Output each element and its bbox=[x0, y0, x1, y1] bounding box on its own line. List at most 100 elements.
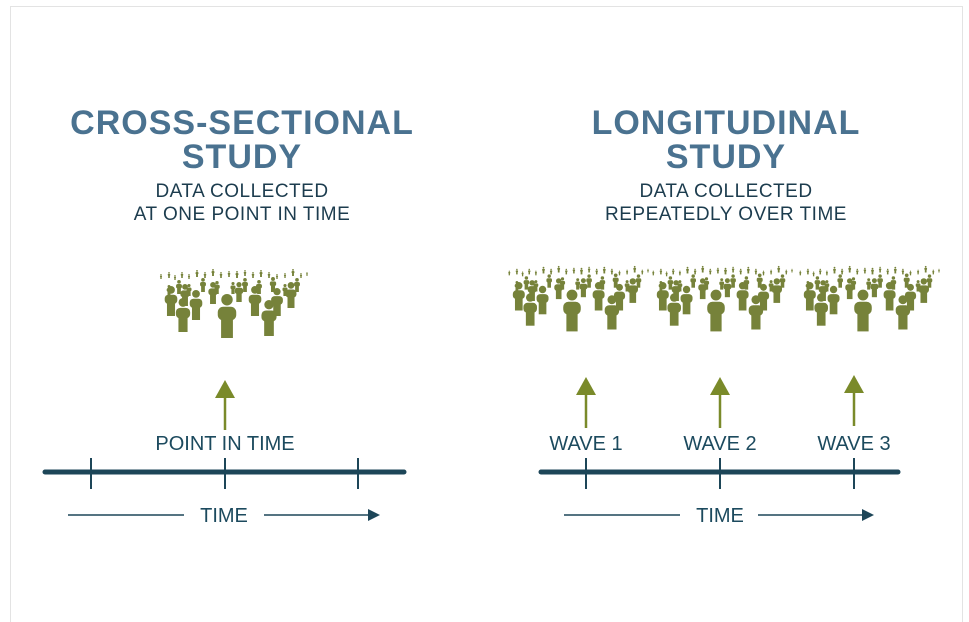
person-legs bbox=[181, 274, 183, 278]
person-legs bbox=[906, 298, 915, 311]
person-body bbox=[723, 283, 732, 290]
person-head bbox=[731, 274, 735, 278]
cross-sectional-title: CROSS-SECTIONAL STUDY bbox=[0, 106, 484, 174]
person-head bbox=[626, 269, 628, 271]
person-legs bbox=[826, 272, 828, 276]
person-body bbox=[613, 291, 626, 300]
person-legs bbox=[252, 274, 254, 278]
crowd-icon bbox=[799, 265, 940, 332]
longitudinal-graphic: WAVE 1 WAVE 2 WAVE 3 TIME bbox=[508, 265, 940, 527]
person-head bbox=[724, 267, 727, 270]
person-head bbox=[284, 273, 286, 275]
person-legs bbox=[565, 271, 568, 275]
person-legs bbox=[658, 298, 667, 311]
person-legs bbox=[550, 271, 552, 275]
person-head bbox=[526, 293, 535, 302]
person-head bbox=[879, 266, 881, 269]
point-in-time-label: POINT IN TIME bbox=[155, 433, 294, 455]
person-legs bbox=[902, 271, 904, 275]
diagram-frame bbox=[10, 6, 963, 622]
person-legs bbox=[738, 298, 747, 311]
person-legs bbox=[210, 294, 216, 304]
person-body bbox=[854, 301, 872, 315]
timeline bbox=[538, 458, 901, 489]
person-head bbox=[542, 266, 545, 269]
person-legs bbox=[916, 285, 920, 292]
person-head bbox=[215, 281, 219, 285]
person-head bbox=[660, 268, 662, 271]
person-head bbox=[188, 274, 190, 276]
person-legs bbox=[594, 298, 603, 311]
person-legs bbox=[306, 273, 308, 276]
person-body bbox=[200, 282, 206, 287]
person-legs bbox=[292, 272, 294, 276]
person-head bbox=[528, 268, 530, 271]
person-body bbox=[814, 302, 828, 313]
person-legs bbox=[744, 283, 749, 290]
person-head bbox=[524, 276, 529, 280]
person-head bbox=[178, 298, 188, 307]
person-head bbox=[268, 272, 270, 274]
person-head bbox=[580, 278, 586, 284]
person-head bbox=[751, 295, 761, 305]
person-legs bbox=[927, 281, 932, 288]
person-legs bbox=[717, 270, 719, 274]
person-legs bbox=[757, 281, 762, 288]
person-body bbox=[870, 283, 879, 290]
person-head bbox=[595, 268, 598, 271]
person-legs bbox=[886, 271, 889, 275]
person-legs bbox=[780, 281, 785, 288]
person-legs bbox=[231, 288, 235, 294]
person-legs bbox=[871, 288, 877, 298]
person-body bbox=[903, 277, 910, 282]
person-legs bbox=[720, 284, 724, 290]
person-legs bbox=[769, 285, 773, 292]
person-body bbox=[635, 278, 642, 283]
person-head bbox=[891, 276, 896, 280]
person-head bbox=[701, 265, 704, 268]
wave-3-label: WAVE 3 bbox=[817, 433, 890, 455]
person-body bbox=[604, 305, 620, 316]
person-head bbox=[678, 280, 682, 284]
person-head bbox=[594, 282, 603, 290]
person-head bbox=[878, 274, 882, 278]
person-legs bbox=[188, 276, 190, 279]
person-legs bbox=[691, 281, 695, 288]
person-legs bbox=[221, 319, 233, 338]
person-head bbox=[679, 270, 681, 272]
person-body bbox=[217, 306, 237, 321]
person-head bbox=[260, 270, 262, 272]
person-legs bbox=[166, 303, 176, 316]
person-head bbox=[829, 285, 838, 294]
person-body bbox=[779, 278, 786, 283]
person-head bbox=[885, 282, 894, 290]
person-body bbox=[180, 290, 190, 298]
person-legs bbox=[613, 281, 618, 288]
person-head bbox=[856, 268, 859, 271]
person-legs bbox=[747, 269, 750, 274]
person-legs bbox=[243, 285, 247, 292]
person-head bbox=[791, 268, 793, 270]
person-body bbox=[248, 294, 262, 304]
person-body bbox=[164, 294, 178, 304]
person-legs bbox=[580, 270, 583, 275]
subtitle-line-2: AT ONE POINT IN TIME bbox=[133, 204, 351, 225]
person-head bbox=[833, 266, 836, 269]
person-head bbox=[508, 270, 510, 272]
person-head bbox=[932, 269, 934, 271]
cross-sectional-graphic: POINT IN TIME TIME bbox=[42, 269, 407, 527]
person-head bbox=[167, 286, 175, 294]
person-head bbox=[306, 272, 308, 274]
person-head bbox=[573, 267, 575, 270]
person-legs bbox=[295, 285, 299, 292]
up-arrow-icon bbox=[710, 377, 730, 428]
person-legs bbox=[871, 270, 874, 275]
person-head bbox=[236, 282, 242, 288]
person-head bbox=[777, 265, 780, 268]
person-legs bbox=[167, 290, 171, 296]
person-head bbox=[760, 283, 767, 291]
person-legs bbox=[618, 272, 621, 276]
longitudinal-subtitle: DATA COLLECTED REPEATEDLY OVER TIME bbox=[484, 180, 968, 226]
person-legs bbox=[938, 270, 940, 273]
person-head bbox=[236, 271, 238, 273]
